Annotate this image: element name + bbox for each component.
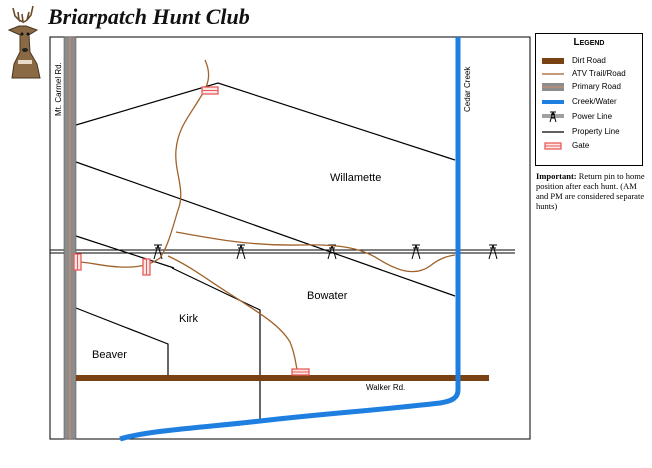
legend-item-property-line: Property Line bbox=[542, 126, 642, 138]
power-line-tower-icon bbox=[153, 244, 163, 260]
dirt-road-swatch bbox=[542, 58, 564, 64]
atv-trail-swatch bbox=[542, 73, 564, 75]
legend-label: Gate bbox=[572, 141, 590, 150]
area-label-kirk: Kirk bbox=[179, 313, 198, 325]
cedar-creek bbox=[119, 37, 461, 442]
cedar-creek-label: Cedar Creek bbox=[463, 66, 472, 112]
creek-swatch bbox=[542, 100, 564, 104]
mt-carmel-road-label: Mt. Carmel Rd. bbox=[54, 62, 63, 116]
atv-trails bbox=[76, 59, 456, 375]
legend-label: ATV Trail/Road bbox=[572, 69, 626, 78]
area-label-bowater: Bowater bbox=[307, 290, 348, 302]
legend-item-dirt-road: Dirt Road bbox=[542, 55, 642, 67]
gate-icon bbox=[201, 86, 219, 95]
power-line-tower-icon bbox=[236, 244, 246, 260]
note-heading: Important: bbox=[536, 171, 577, 181]
primary-road-swatch bbox=[542, 83, 564, 91]
important-note: Important: Return pin to home position a… bbox=[536, 171, 646, 211]
power-line-tower-icon bbox=[542, 111, 564, 123]
legend-label: Primary Road bbox=[572, 82, 621, 91]
legend-item-creek: Creek/Water bbox=[542, 96, 642, 108]
area-label-beaver: Beaver bbox=[92, 349, 127, 361]
legend-label: Creek/Water bbox=[572, 97, 617, 106]
power-line-tower-icon bbox=[411, 244, 421, 260]
legend: Legend Dirt Road ATV Trail/Road Primary … bbox=[535, 33, 643, 166]
note-text: Return pin to home position after each h… bbox=[536, 171, 645, 211]
legend-title: Legend bbox=[573, 37, 605, 48]
power-line bbox=[50, 249, 515, 254]
legend-item-power-line: Power Line bbox=[542, 111, 642, 123]
gate-icon bbox=[142, 258, 151, 276]
gate-icon bbox=[291, 368, 310, 376]
legend-label: Dirt Road bbox=[572, 56, 606, 65]
legend-item-atv-trail: ATV Trail/Road bbox=[542, 68, 642, 80]
deer-head-logo bbox=[7, 5, 41, 79]
legend-label: Power Line bbox=[572, 112, 613, 121]
legend-item-primary-road: Primary Road bbox=[542, 81, 642, 93]
area-label-willamette: Willamette bbox=[330, 172, 381, 184]
legend-label: Property Line bbox=[572, 127, 620, 136]
power-line-tower-icon bbox=[488, 244, 498, 260]
property-line-swatch bbox=[542, 131, 564, 133]
property-lines bbox=[75, 82, 456, 420]
legend-item-gate: Gate bbox=[542, 140, 642, 152]
gate-icon bbox=[544, 142, 562, 150]
walker-road-label: Walker Rd. bbox=[366, 383, 405, 392]
map-title: Briarpatch Hunt Club bbox=[48, 4, 250, 29]
walker-road bbox=[76, 375, 489, 381]
gate-icon bbox=[73, 253, 82, 271]
